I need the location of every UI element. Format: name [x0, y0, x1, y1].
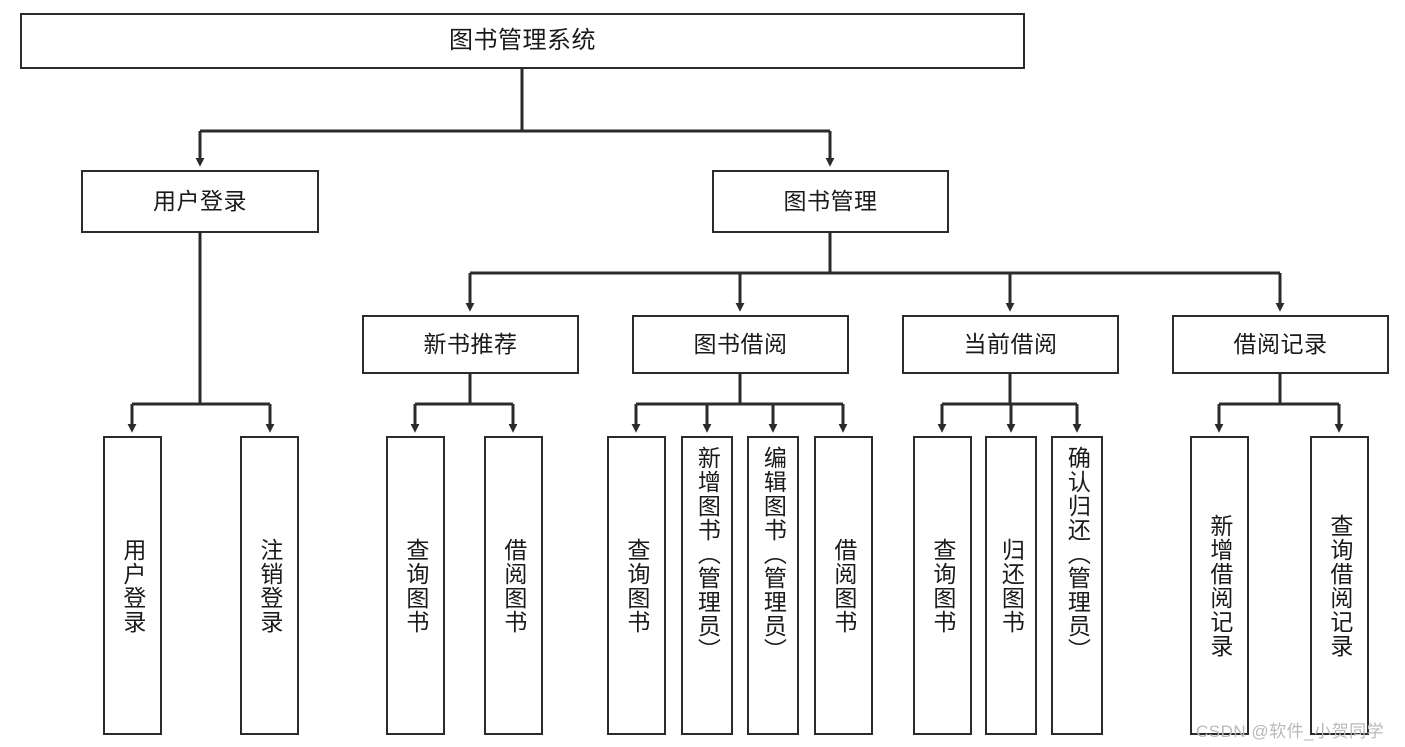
node-borrow-records-label: 借阅记录: [1233, 330, 1328, 357]
leaf-logout[interactable]: 注销登录: [240, 436, 299, 735]
node-book-management[interactable]: 图书管理: [712, 170, 949, 233]
leaf-logout-label: 注销登录: [256, 537, 283, 634]
csdn-watermark: CSDN @软件_小贺同学: [1196, 722, 1385, 741]
leaf-query-book-borrow-label: 查询图书: [623, 537, 650, 634]
node-book-borrow[interactable]: 图书借阅: [632, 315, 849, 374]
leaf-query-borrow-record-label: 查询借阅记录: [1326, 513, 1353, 658]
edge-records-to-leaves: [1214, 374, 1344, 433]
leaf-add-borrow-record-label: 新增借阅记录: [1206, 513, 1233, 658]
leaf-add-book-admin-label: 新增图书（管理员）: [694, 446, 721, 662]
leaf-add-borrow-record[interactable]: 新增借阅记录: [1190, 436, 1249, 735]
node-user-login-label: 用户登录: [153, 187, 247, 214]
leaf-return-book[interactable]: 归还图书: [985, 436, 1037, 735]
leaf-add-book-admin[interactable]: 新增图书（管理员）: [681, 436, 733, 735]
leaf-return-book-label: 归还图书: [998, 537, 1025, 634]
edge-root-to-level2: [195, 69, 835, 167]
node-borrow-records[interactable]: 借阅记录: [1172, 315, 1389, 374]
leaf-confirm-return-admin[interactable]: 确认归还（管理员）: [1051, 436, 1103, 735]
node-new-book-recommend-label: 新书推荐: [423, 330, 518, 357]
leaf-borrow-book-label: 借阅图书: [830, 537, 857, 634]
edge-userlogin-to-leaves: [127, 233, 275, 433]
node-current-borrow-label: 当前借阅: [963, 330, 1058, 357]
leaf-confirm-return-admin-label: 确认归还（管理员）: [1064, 446, 1091, 662]
node-root-system[interactable]: 图书管理系统: [20, 13, 1025, 69]
leaf-borrow-book-newbook-label: 借阅图书: [500, 537, 527, 634]
leaf-borrow-book[interactable]: 借阅图书: [814, 436, 873, 735]
node-book-borrow-label: 图书借阅: [693, 330, 788, 357]
leaf-edit-book-admin-label: 编辑图书（管理员）: [760, 446, 787, 662]
edge-borrow-to-leaves: [631, 374, 848, 433]
leaf-edit-book-admin[interactable]: 编辑图书（管理员）: [747, 436, 799, 735]
node-user-login[interactable]: 用户登录: [81, 170, 319, 233]
leaf-query-borrow-record[interactable]: 查询借阅记录: [1310, 436, 1369, 735]
leaf-borrow-book-newbook[interactable]: 借阅图书: [484, 436, 543, 735]
node-book-management-label: 图书管理: [783, 187, 878, 214]
leaf-query-book-current-label: 查询图书: [929, 537, 956, 634]
leaf-query-book-newbook-label: 查询图书: [402, 537, 429, 634]
node-current-borrow[interactable]: 当前借阅: [902, 315, 1119, 374]
node-root-label: 图书管理系统: [449, 26, 596, 54]
edge-newbook-to-leaves: [410, 374, 518, 433]
edge-current-to-leaves: [937, 374, 1082, 433]
leaf-query-book-current[interactable]: 查询图书: [913, 436, 972, 735]
leaf-user-login[interactable]: 用户登录: [103, 436, 162, 735]
leaf-query-book-newbook[interactable]: 查询图书: [386, 436, 445, 735]
leaf-query-book-borrow[interactable]: 查询图书: [607, 436, 666, 735]
edge-bookmgmt-to-level3: [465, 233, 1285, 312]
leaf-user-login-label: 用户登录: [119, 537, 146, 634]
node-new-book-recommend[interactable]: 新书推荐: [362, 315, 579, 374]
